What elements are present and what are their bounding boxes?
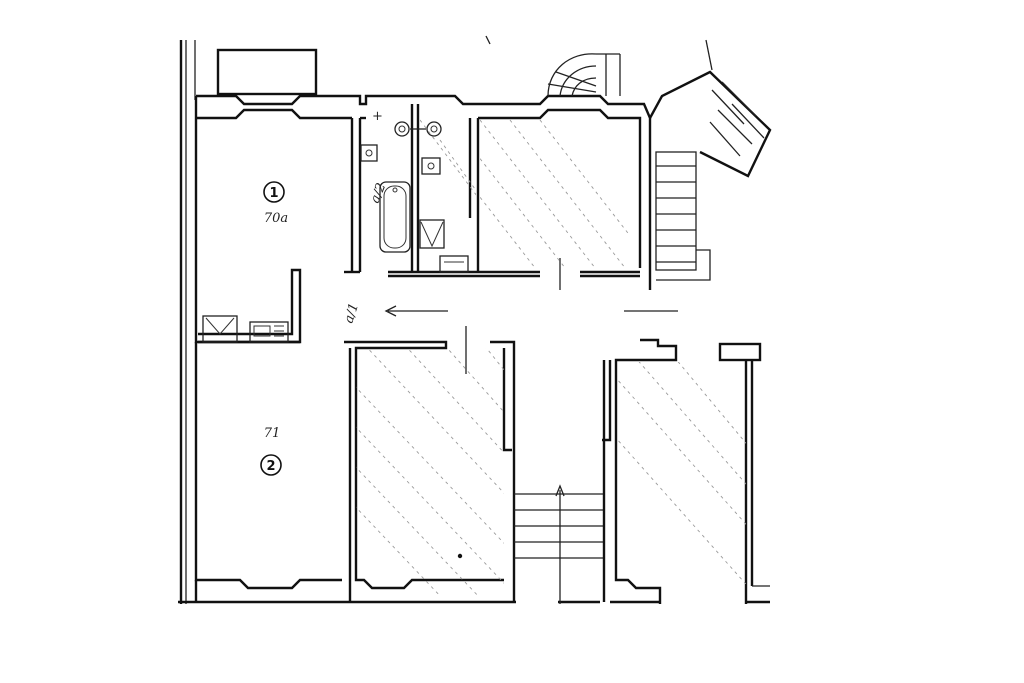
room-2-number: 2 [266,459,275,474]
hatched-room-top [480,119,630,268]
kitchen-stove [249,321,289,343]
hatched-room-lower [344,340,516,602]
ink-dot [457,553,463,559]
shower-tray [419,219,445,249]
toilet-bowl-right [426,121,442,137]
small-sink [439,255,469,273]
washbasin-right [421,157,441,175]
room-2 [194,342,342,602]
room-1 [194,118,302,344]
handwritten-note-bath: a/2 [368,181,390,206]
svg-text:+: + [372,109,383,124]
hatched-wc [420,119,476,196]
bathroom-fixtures: + [360,109,469,273]
central-stairwell [514,484,604,604]
room-2-note: 71 [264,426,281,441]
exterior-walls [178,40,770,604]
handwritten-note-hall: a/1 [342,301,363,325]
room-2-label: 2 71 [260,426,282,476]
hallway-arrow [384,305,678,374]
kitchen-counter-corner [202,315,238,343]
room-1-label: 1 70a [263,181,288,226]
top-facade-wall [194,94,652,290]
washbasin-left [360,144,378,162]
room-1-number: 1 [269,186,278,201]
room-1-note: 70a [264,211,288,226]
bath-partitions [344,104,640,290]
bathtub [379,181,411,253]
room-lower-right [602,338,770,604]
toilet-bowl-left [394,121,410,137]
staircase-upper-right [485,35,772,281]
